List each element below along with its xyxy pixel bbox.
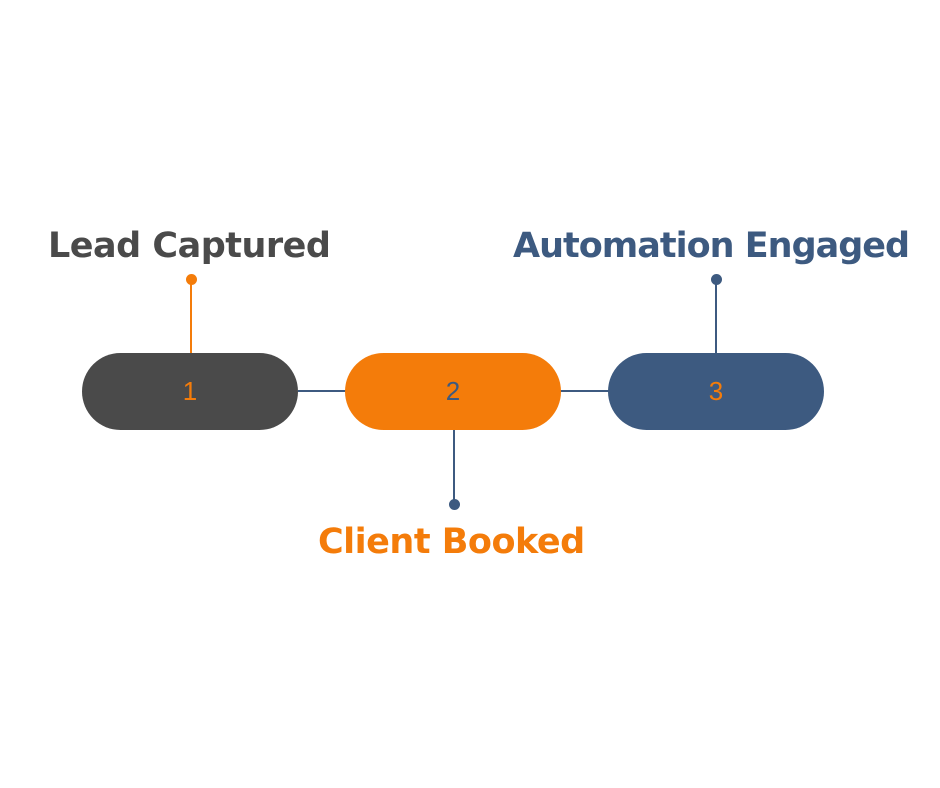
step-1-stem <box>190 281 192 353</box>
step-3-label: Automation Engaged <box>513 226 910 266</box>
step-3-number: 3 <box>708 376 724 406</box>
step-2-number: 2 <box>445 376 461 406</box>
step-1-dot <box>185 274 197 285</box>
step-2-stem <box>453 430 455 502</box>
step-1-label: Lead Captured <box>48 226 331 266</box>
step-2-dot <box>448 499 460 510</box>
step-1-number: 1 <box>182 376 198 406</box>
step-2-pill: 2 <box>345 353 561 430</box>
step-3-pill: 3 <box>608 353 824 430</box>
step-3-stem <box>715 281 717 353</box>
step-3-dot <box>710 274 722 285</box>
step-2-label: Client Booked <box>318 522 585 562</box>
connector-line-1-2 <box>298 390 348 392</box>
connector-line-2-3 <box>560 390 610 392</box>
step-1-pill: 1 <box>82 353 298 430</box>
